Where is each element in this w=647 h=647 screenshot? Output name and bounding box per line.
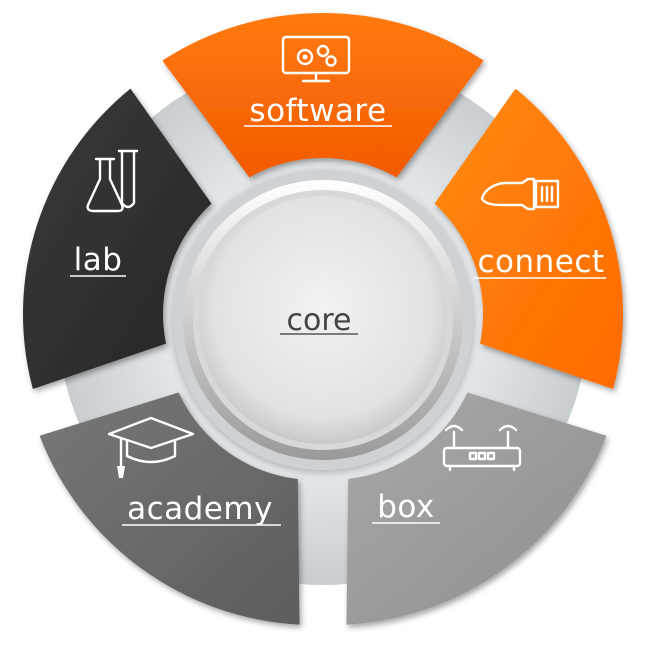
segment-box[interactable] bbox=[346, 392, 607, 625]
lab-flask-icon bbox=[86, 149, 139, 213]
segment-lab[interactable] bbox=[23, 88, 212, 390]
core-label: core bbox=[287, 303, 352, 338]
segment-academy[interactable] bbox=[39, 392, 300, 625]
segment-lab-content: lab bbox=[70, 149, 139, 278]
segment-software-content: software bbox=[244, 35, 392, 129]
segment-lab-label: lab bbox=[74, 242, 123, 278]
graduation-cap-icon bbox=[107, 416, 195, 478]
monitor-gears-icon bbox=[281, 35, 351, 83]
router-icon bbox=[442, 424, 522, 472]
segment-software-label: software bbox=[249, 93, 386, 129]
ethernet-cable-icon bbox=[480, 177, 560, 211]
segment-box-content: box bbox=[372, 424, 522, 525]
core-circle[interactable]: core bbox=[173, 170, 473, 470]
segment-academy-content: academy bbox=[107, 416, 281, 527]
segment-connect-content: connect bbox=[474, 177, 606, 280]
segment-connect[interactable] bbox=[434, 88, 623, 390]
segments-group bbox=[23, 13, 623, 625]
segment-connect-label: connect bbox=[477, 244, 604, 280]
segment-box-label: box bbox=[377, 489, 435, 525]
segment-academy-label: academy bbox=[127, 491, 273, 527]
segment-software[interactable] bbox=[162, 13, 484, 178]
